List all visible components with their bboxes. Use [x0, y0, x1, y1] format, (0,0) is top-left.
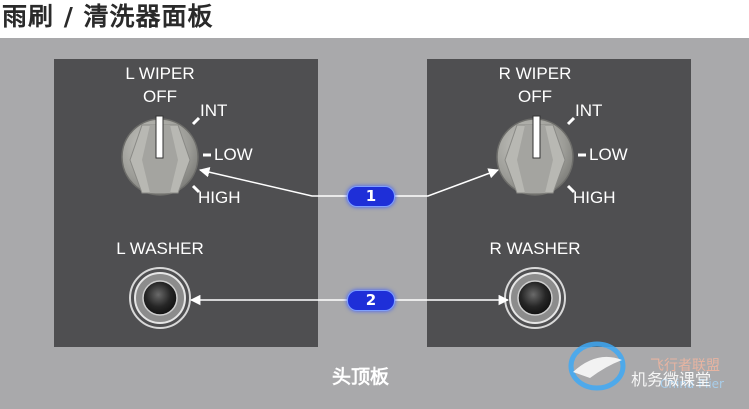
right-wiper-position-ticks: [566, 116, 586, 194]
right-wiper-selector-knob[interactable]: [496, 115, 574, 196]
right-washer-button[interactable]: [504, 267, 566, 329]
svg-text:飞行者联盟: 飞行者联盟: [650, 358, 720, 374]
right-wiper-high-label: HIGH: [573, 188, 616, 207]
right-wiper-label: R WIPER: [498, 64, 572, 83]
callout-1-leader: [198, 167, 499, 197]
watermark-logo: 飞行者联盟 China Flier: [568, 341, 724, 391]
callout-badge-2: 2: [347, 290, 395, 311]
left-wiper-position-ticks: [191, 116, 211, 194]
page-title: 雨刷 / 清洗器面板: [2, 2, 214, 31]
watermark-text: 机务微课堂: [631, 370, 712, 389]
right-wiper-off-label: OFF: [518, 87, 552, 106]
left-wiper-label: L WIPER: [125, 64, 195, 83]
left-washer-label: L WASHER: [116, 239, 204, 258]
callout-badge-1: 1: [347, 186, 395, 207]
left-wiper-int-label: INT: [200, 101, 228, 120]
left-wiper-panel: [54, 59, 318, 347]
left-wiper-selector-knob[interactable]: [121, 115, 199, 196]
right-washer-label: R WASHER: [489, 239, 581, 258]
overhead-panel-caption: 头顶板: [332, 366, 390, 388]
left-wiper-off-label: OFF: [143, 87, 177, 106]
left-wiper-high-label: HIGH: [198, 188, 241, 207]
right-wiper-int-label: INT: [575, 101, 603, 120]
left-wiper-low-label: LOW: [214, 145, 253, 164]
left-washer-button[interactable]: [129, 267, 191, 329]
right-wiper-low-label: LOW: [589, 145, 628, 164]
svg-text:China Flier: China Flier: [660, 377, 724, 391]
